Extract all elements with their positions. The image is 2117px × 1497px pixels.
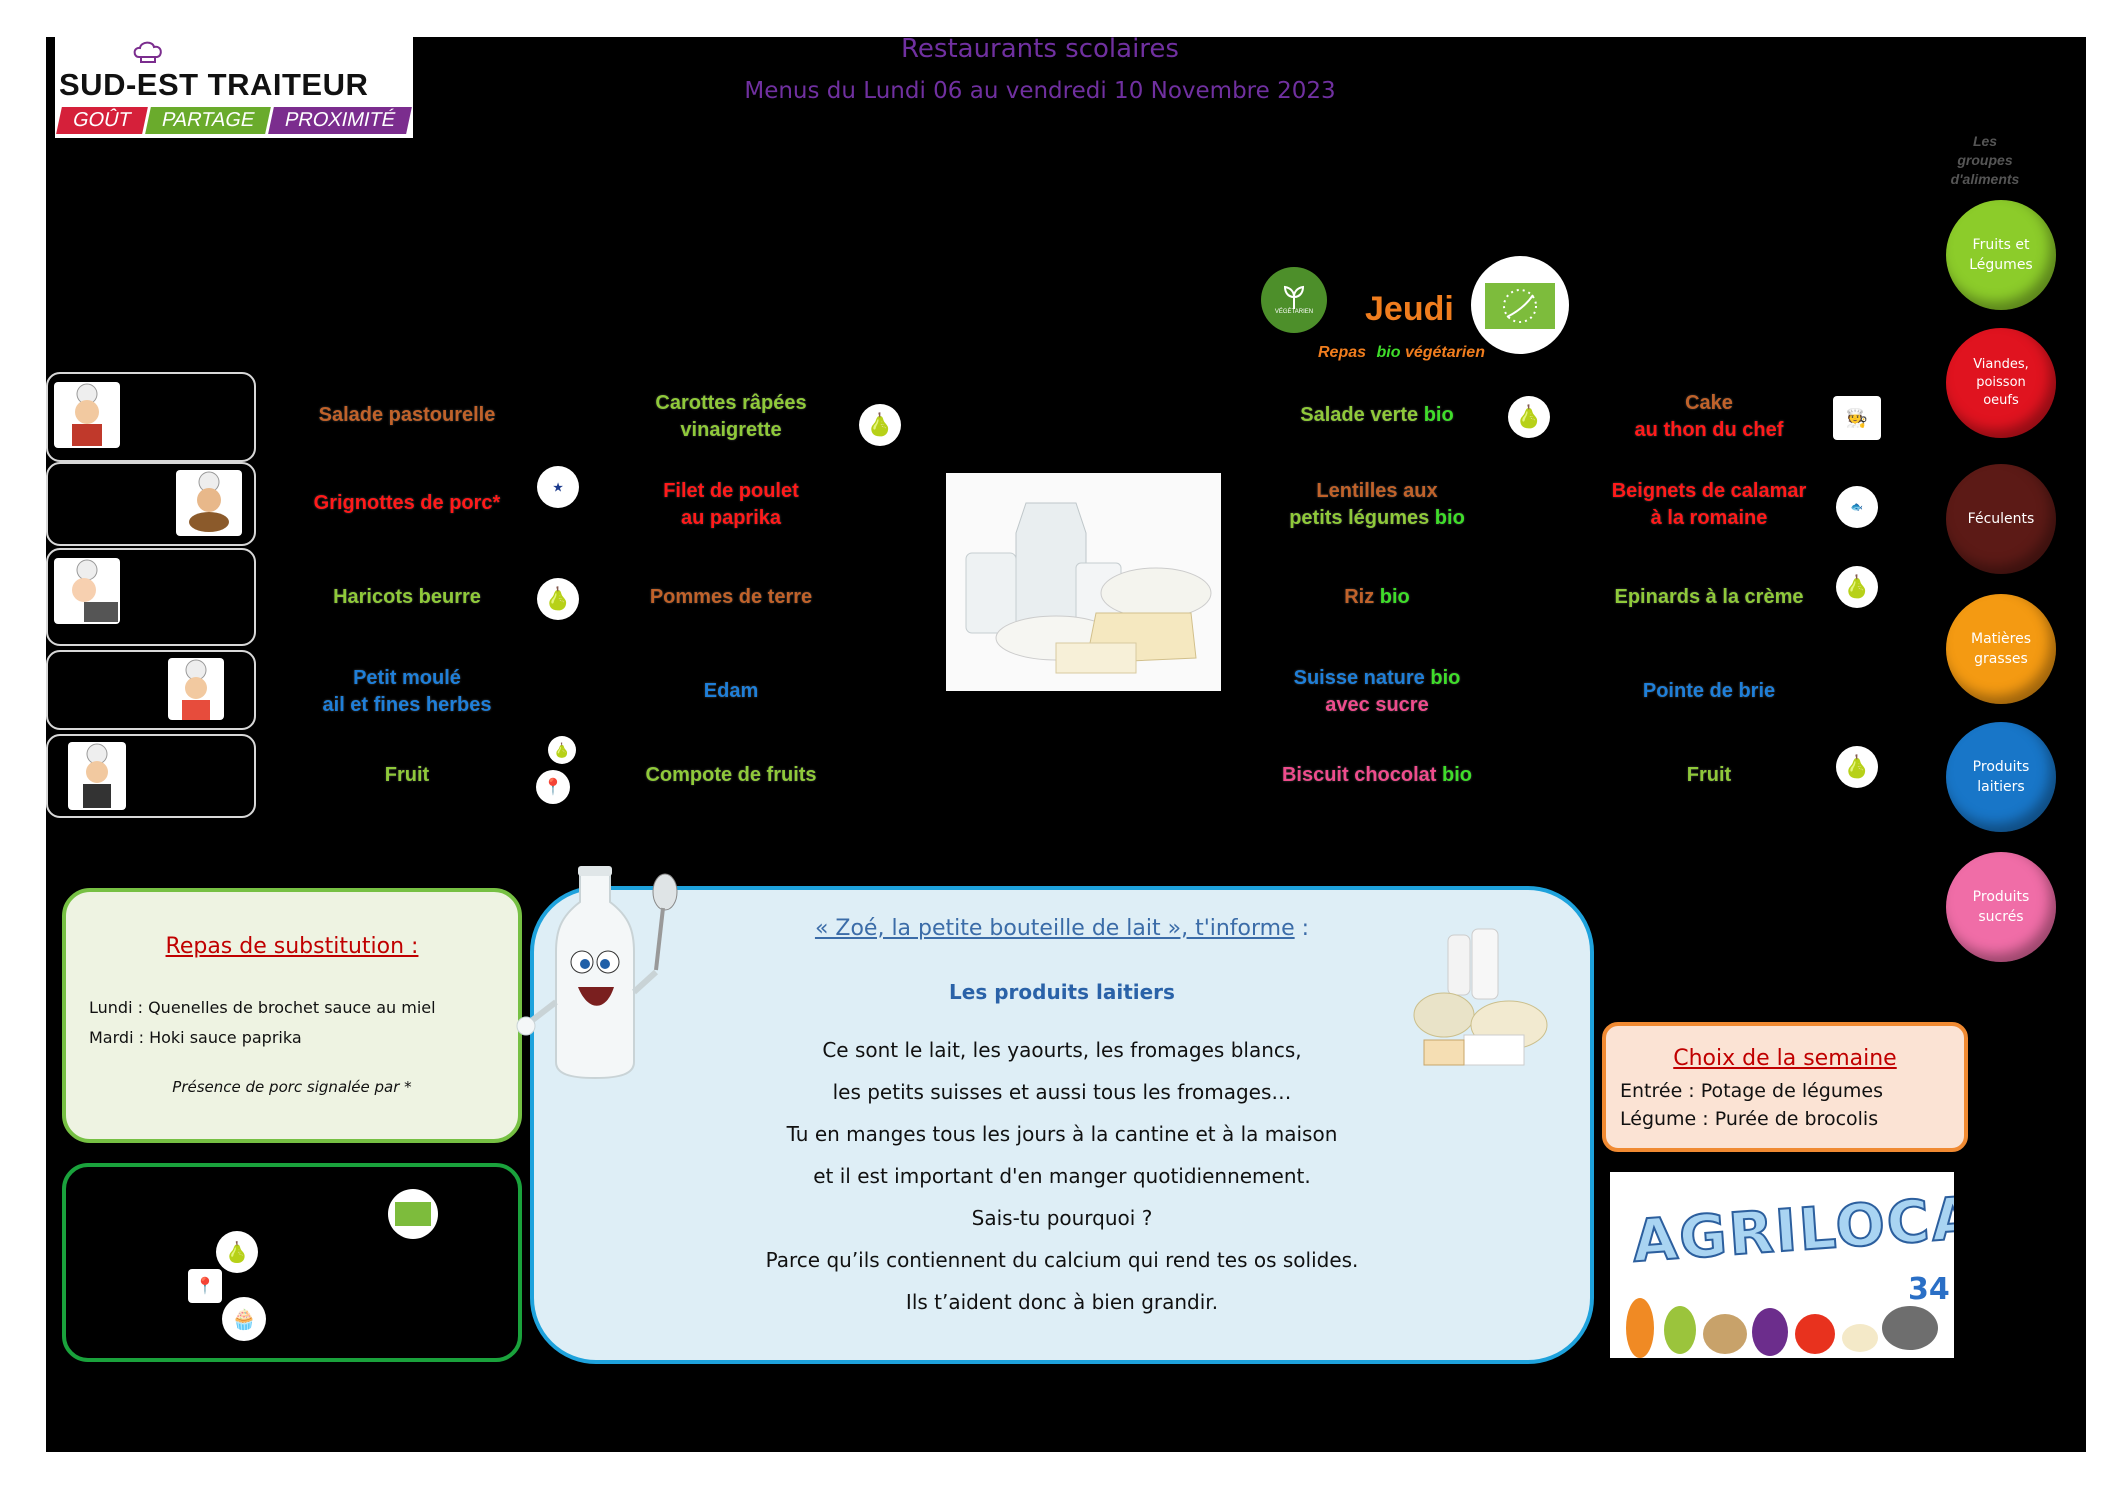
tag-proximite: PROXIMITÉ [268,107,412,134]
brand-tags: GOÛT PARTAGE PROXIMITÉ [56,107,412,134]
brand-name: SUD-EST TRAITEUR [59,67,369,102]
info-subtitle: Les produits laitiers [949,980,1175,1004]
peche-durable-icon: 🐟 [1836,486,1878,528]
jeudi-accompagnement: Riz bio [1344,586,1410,608]
organic-eu-logo [1471,256,1569,354]
substitution-box: Repas de substitution : Lundi : Quenelle… [62,888,522,1143]
chef-laitage-illustration [168,658,224,720]
substitution-title: Repas de substitution : [165,934,419,959]
local-pin-icon: 📍 [536,770,570,804]
dairy-info-box: « Zoé, la petite bouteille de lait », t'… [530,886,1594,1364]
organic-eu-icon [388,1189,438,1239]
dairy-products-photo [946,473,1221,691]
dairy-products-illustration [1404,925,1554,1080]
substitution-mardi: Mardi : Hoki sauce paprika [89,1028,302,1047]
jeudi-dessert: Biscuit chocolat bio [1281,764,1473,786]
fruits-legumes-icon: 🍐 [1836,746,1878,788]
chef-plat-illustration [176,470,242,536]
substitution-lundi: Lundi : Quenelles de brochet sauce au mi… [89,998,436,1017]
jeudi-label: Jeudi [1365,290,1454,328]
row-plat-box [46,462,256,546]
info-line: Sais-tu pourquoi ? [971,1206,1153,1230]
info-line: les petits suisses et aussi tous les fro… [832,1080,1292,1104]
info-line: Ce sont le lait, les yaourts, les fromag… [822,1038,1302,1062]
fait-maison-icon: 🧁 [222,1297,266,1341]
page-subtitle: Menus du Lundi 06 au vendredi 10 Novembr… [744,78,1336,104]
chef-entree-illustration [54,382,120,448]
vegetarien-logo: VÉGÉTARIEN [1261,267,1327,333]
choix-semaine-box: Choix de la semaine Entrée : Potage de l… [1602,1022,1968,1152]
choix-entree: Entrée : Potage de légumes [1620,1080,1883,1102]
mardi-accompagnement: Pommes de terre [649,586,813,608]
jeudi-subtitle: Repas bio végétarien [1318,344,1485,361]
plant-icon [1283,285,1305,309]
chef-hat-label-icon: 🧑‍🍳 [1833,396,1881,440]
sud-est-traiteur-logo: SUD-EST TRAITEUR GOÛT PARTAGE PROXIMITÉ [55,37,413,138]
row-entree-box [46,372,256,462]
info-line: Ils t’aident donc à bien grandir. [905,1290,1219,1314]
milk-bottle-mascot [510,862,680,1082]
label-porc-francais-icon: ★ [537,466,579,508]
fruits-legumes-icon: 🍐 [1836,566,1878,608]
jeudi-entree: Salade verte bio [1300,404,1454,426]
mardi-laitage: Edam [703,680,759,702]
fruits-legumes-icon: 🍐 [548,736,576,764]
vendredi-accompagnement: Epinards à la crème [1614,586,1804,608]
info-line: Parce qu’ils contiennent du calcium qui … [765,1248,1359,1272]
agrilocal-wordmark: AGRILOCAL [1629,1180,1954,1277]
labels-legend-box: 🍐 📍 🧁 [62,1163,522,1362]
fruits-legumes-icon: 🍐 [216,1231,258,1273]
vendredi-laitage: Pointe de brie [1642,680,1776,702]
group-feculents: Féculents [1946,464,2056,574]
choix-legume: Légume : Purée de brocolis [1620,1108,1879,1130]
agrilocal-logo: AGRILOCAL 34 [1610,1172,1954,1358]
jeudi-laitage: Suisse nature bio avec sucre [1293,667,1461,716]
lundi-plat: Grignottes de porc* [313,492,501,514]
local-pin-icon: 📍 [188,1269,222,1303]
choix-semaine-title: Choix de la semaine [1673,1046,1897,1071]
lundi-accompagnement: Haricots beurre [333,586,481,608]
info-line: et il est important d'en manger quotidie… [813,1164,1311,1188]
vegetables-illustration [1626,1298,1938,1358]
agrilocal-department: 34 [1908,1272,1950,1307]
lundi-entree: Salade pastourelle [318,404,496,426]
tag-partage: PARTAGE [144,107,271,134]
row-accompagnement-box [46,548,256,646]
eu-leaf-icon [1485,283,1555,329]
lundi-dessert: Fruit [384,764,430,786]
tag-gout: GOÛT [56,107,148,134]
row-dessert-box [46,734,256,818]
chef-dessert-illustration [68,742,126,810]
porc-note: Présence de porc signalée par * [172,1078,412,1096]
page-title: Restaurants scolaires [901,34,1179,64]
row-laitage-box [46,650,256,730]
food-groups-title: Les groupes d'aliments [1950,133,2020,187]
jeudi-plat: Lentilles aux petits légumes bio [1289,480,1465,529]
mardi-dessert: Compote de fruits [645,764,817,786]
fruits-legumes-icon: 🍐 [1508,396,1550,438]
vendredi-dessert: Fruit [1686,764,1732,786]
chef-accompagnement-illustration [54,558,120,624]
chef-hat-icon [133,41,162,63]
fruits-legumes-icon: 🍐 [537,578,579,620]
info-title: « Zoé, la petite bouteille de lait », t'… [814,916,1310,941]
fruits-legumes-icon: 🍐 [859,404,901,446]
info-line: Tu en manges tous les jours à la cantine… [786,1122,1338,1146]
